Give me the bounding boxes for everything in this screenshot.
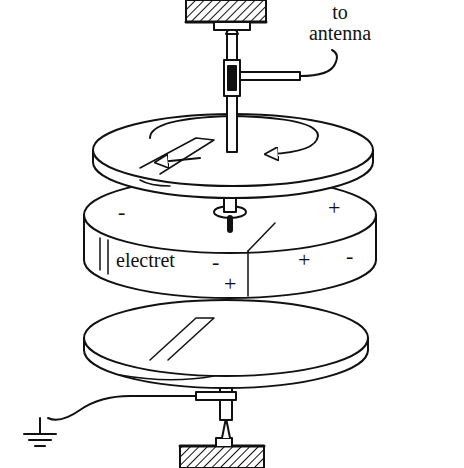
part-name: electret	[116, 250, 175, 271]
ground-symbol	[24, 418, 56, 446]
bottom-bearing	[216, 438, 232, 446]
ground-wire	[48, 396, 196, 420]
lower-plate	[84, 300, 368, 388]
bottom-mount	[180, 446, 264, 468]
top-bearing	[214, 22, 250, 30]
charge-sign: +	[224, 272, 236, 295]
antenna-wire	[300, 50, 337, 76]
charge-sign: -	[212, 250, 219, 273]
part-name: to antenna	[300, 2, 380, 44]
lower-brush	[196, 392, 236, 400]
charge-sign: +	[328, 196, 340, 219]
charge-sign: +	[298, 248, 310, 271]
charge-sign: -	[118, 200, 125, 223]
upper-brush	[224, 60, 240, 96]
top-mount	[186, 0, 266, 22]
charge-sign: -	[346, 244, 353, 267]
